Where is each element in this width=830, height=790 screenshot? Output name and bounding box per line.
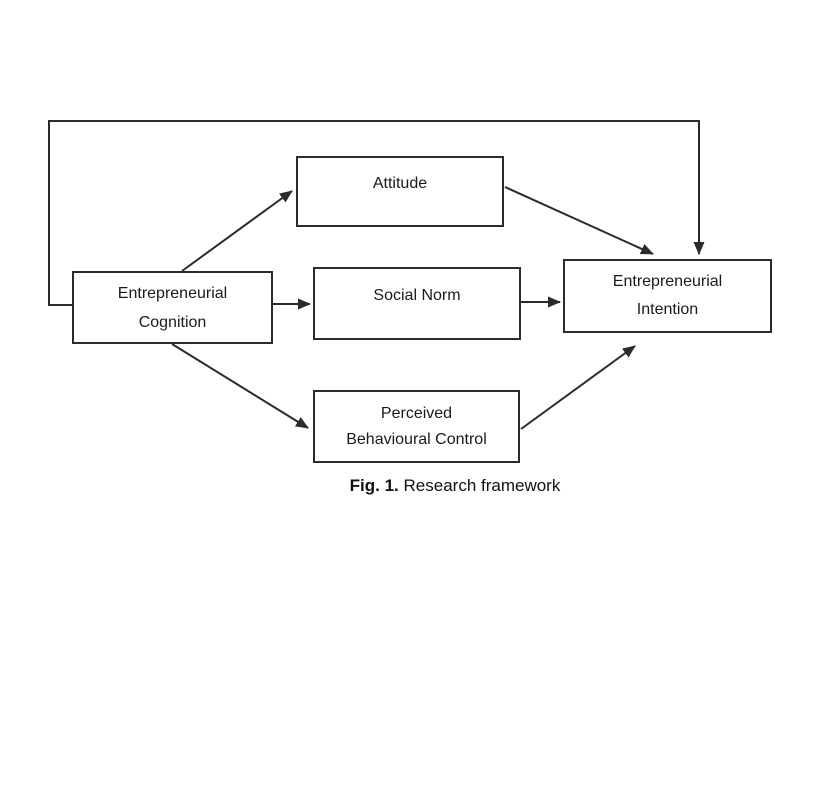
node-social-norm: Social Norm [313,267,521,340]
edge-cognition-to-intention-arrow [48,120,705,306]
node-perceived-behavioural-control: Perceived Behavioural Control [313,390,520,463]
figure-caption: Fig. 1.Research framework [285,474,625,498]
edge-pbc-to-intention-arrow [520,345,636,430]
figure-caption-label: Fig. 1. [349,476,399,495]
node-label-line: Entrepreneurial [117,284,228,302]
edge-cognition-to-attitude-arrow [181,190,293,272]
node-label-line: Cognition [138,313,207,331]
node-entrepreneurial-cognition: Entrepreneurial Cognition [72,271,273,344]
node-label-line: Entrepreneurial [612,273,723,290]
node-label-line: Intention [636,301,699,318]
figure-caption-text: Research framework [403,476,561,495]
node-attitude: Attitude [296,156,504,227]
edge-attitude-to-intention-arrow [504,186,654,255]
node-entrepreneurial-intention: Entrepreneurial Intention [563,259,772,333]
node-label-line: Social Norm [373,287,461,304]
node-label-line: Perceived [380,404,453,422]
node-label-line: Behavioural Control [346,430,487,448]
edge-cognition-to-pbc-arrow [171,343,309,429]
node-label-line: Attitude [372,175,428,192]
